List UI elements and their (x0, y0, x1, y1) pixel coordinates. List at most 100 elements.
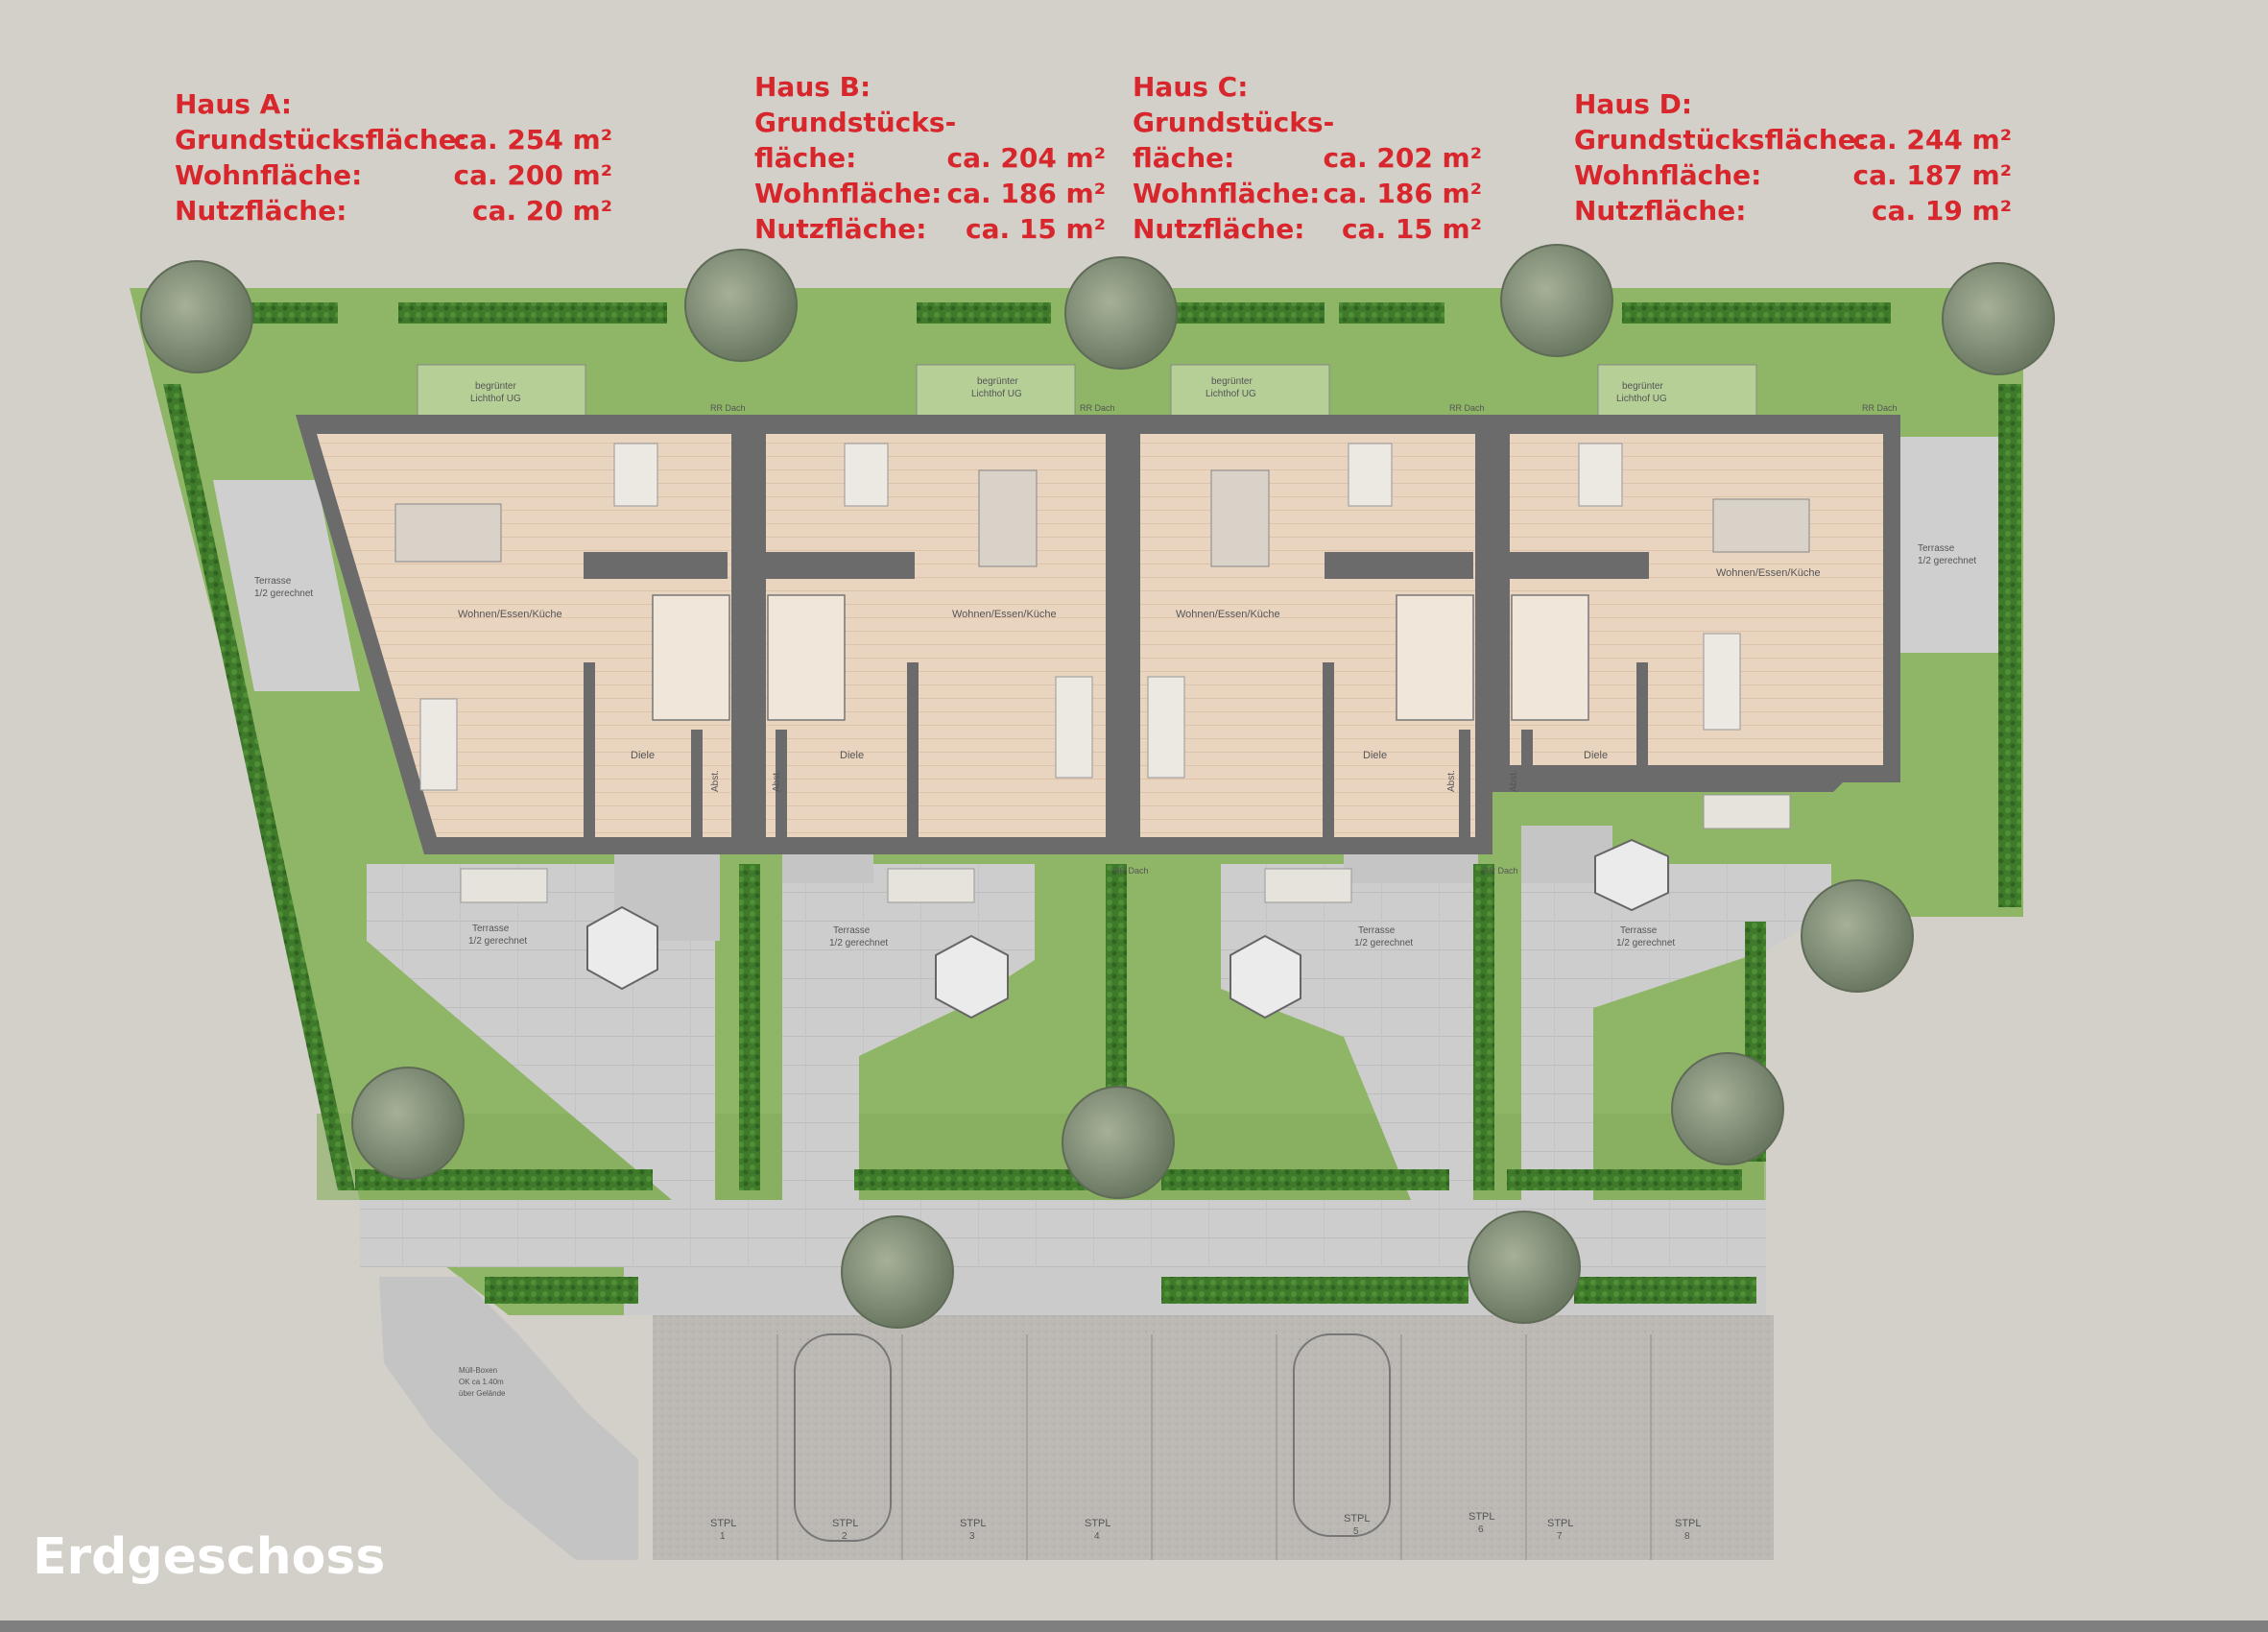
hedge-lane-3 (1473, 864, 1494, 1190)
label-roof-3: RR Dach (1449, 403, 1485, 413)
partition-c-1 (1325, 552, 1473, 579)
house-d-info: Haus D: Grundstücksfläche: ca. 244 m² Wo… (1574, 86, 2012, 228)
label-hall-d: Diele (1584, 750, 1608, 761)
hedge-lane-1 (739, 864, 760, 1190)
house-d-label: Grundstücksfläche: (1574, 124, 1867, 156)
label-lightwell-c-2: Lichthof UG (1206, 389, 1256, 399)
label-living-d: Wohnen/Essen/Küche (1716, 567, 1821, 579)
label-storage-d: Abst. (1509, 770, 1519, 792)
label-parking-3: STPL (960, 1518, 987, 1529)
tree-icon (841, 1215, 954, 1329)
label-lightwell-a-1: begrünter (475, 381, 516, 392)
house-a-row: Grundstücksfläche: ca. 254 m² (175, 122, 612, 157)
label-terrace-west-2: 1/2 gerechnet (254, 588, 313, 599)
house-a-label: Nutzfläche: (175, 195, 347, 227)
partition-a-1 (584, 552, 728, 579)
label-lightwell-d-1: begrünter (1622, 381, 1663, 392)
partition-c-3 (1459, 730, 1470, 837)
house-a-row: Nutzfläche: ca. 20 m² (175, 193, 612, 228)
label-living-a: Wohnen/Essen/Küche (458, 609, 562, 620)
label-parking-number-7: 7 (1557, 1531, 1563, 1542)
sofa-a (419, 698, 458, 791)
label-terrace-west-1: Terrasse (254, 576, 292, 587)
label-roof-1: RR Dach (710, 403, 746, 413)
umbrella-a (586, 905, 658, 991)
label-living-b: Wohnen/Essen/Küche (952, 609, 1057, 620)
label-terrace-east-2: 1/2 gerechnet (1918, 556, 1976, 566)
label-terrace-a-1: Terrasse (472, 924, 510, 934)
house-b-row: Wohnfläche: ca. 186 m² (754, 176, 1106, 211)
label-lightwell-b-2: Lichthof UG (971, 389, 1022, 399)
label-storage-c: Abst. (1446, 770, 1457, 792)
partition-d-2 (1636, 662, 1648, 768)
house-c-value: ca. 202 m² (1323, 142, 1482, 174)
partition-d-1 (1510, 552, 1649, 579)
floor-title: Erdgeschoss (33, 1528, 386, 1586)
label-parking-6: STPL (1468, 1511, 1495, 1523)
house-d-value: ca. 244 m² (1852, 124, 2012, 156)
house-d-label: Nutzfläche: (1574, 195, 1747, 227)
hedge-bottom-c (1161, 1169, 1449, 1190)
house-b-label: Grundstücks- (754, 107, 957, 138)
label-terrace-c-2: 1/2 gerechnet (1354, 938, 1413, 948)
label-storage-b: Abst. (772, 770, 782, 792)
tree-icon (1500, 244, 1613, 357)
partition-b-1 (766, 552, 915, 579)
outdoor-sofa-a (460, 868, 548, 903)
label-parking-number-5: 5 (1353, 1526, 1359, 1537)
bottom-bar (0, 1620, 2268, 1632)
house-b-row: Nutzfläche: ca. 15 m² (754, 211, 1106, 247)
house-d-row: Grundstücksfläche: ca. 244 m² (1574, 122, 2012, 157)
lightwell-d (1597, 364, 1757, 419)
partition-b-3 (776, 730, 787, 837)
house-c-label: Grundstücks- (1133, 107, 1335, 138)
tree-icon (684, 249, 798, 362)
partition-a-3 (691, 730, 703, 837)
house-c-label: Wohnfläche: (1133, 178, 1321, 209)
label-parking-number-6: 6 (1478, 1524, 1484, 1535)
label-terrace-d-2: 1/2 gerechnet (1616, 938, 1675, 948)
hedge-parking-1 (485, 1277, 638, 1304)
label-terrace-b-2: 1/2 gerechnet (829, 938, 888, 948)
bin-area (379, 1277, 638, 1560)
label-bins-1: Müll-Boxen (459, 1366, 497, 1375)
label-roof-6: RR Dach (1483, 866, 1518, 876)
house-b-label: fläche: (754, 142, 857, 174)
hedge-top-f (1622, 302, 1891, 324)
house-c-label: fläche: (1133, 142, 1235, 174)
house-c-value: ca. 186 m² (1323, 178, 1482, 209)
house-b-value: ca. 186 m² (946, 178, 1106, 209)
tree-icon (1064, 256, 1178, 370)
partition-d-3 (1521, 730, 1533, 768)
house-c-row: Nutzfläche: ca. 15 m² (1133, 211, 1482, 247)
kitchen-a (613, 443, 658, 507)
kitchen-d (1578, 443, 1623, 507)
parking-gravel (653, 1315, 1774, 1560)
hedge-top-e (1339, 302, 1444, 324)
house-d-value: ca. 187 m² (1852, 159, 2012, 191)
label-lightwell-d-2: Lichthof UG (1616, 394, 1667, 404)
label-lightwell-b-1: begrünter (977, 376, 1018, 387)
partition-a-2 (584, 662, 595, 837)
tree-icon (1062, 1086, 1175, 1199)
label-bins-3: über Gelände (459, 1389, 506, 1398)
house-b-label: Wohnfläche: (754, 178, 943, 209)
partition-b-2 (907, 662, 919, 837)
house-a-label: Grundstücksfläche: (175, 124, 467, 156)
kitchen-c (1348, 443, 1393, 507)
house-d-value: ca. 19 m² (1871, 195, 2012, 227)
label-terrace-east-1: Terrasse (1918, 543, 1955, 554)
label-roof-5: RR Dach (1113, 866, 1149, 876)
house-a-value: ca. 20 m² (471, 195, 612, 227)
lightwell-a (417, 364, 586, 419)
hedge-parking-2 (1161, 1277, 1468, 1304)
label-roof-2: RR Dach (1080, 403, 1115, 413)
umbrella-b (935, 934, 1009, 1020)
house-c-info: Haus C: Grundstücks- fläche: ca. 202 m² … (1133, 69, 1482, 247)
lightwell-c (1170, 364, 1330, 419)
label-storage-a: Abst. (710, 770, 721, 792)
sofa-d (1703, 633, 1741, 731)
label-parking-number-2: 2 (842, 1531, 848, 1542)
house-b-value: ca. 204 m² (946, 142, 1106, 174)
